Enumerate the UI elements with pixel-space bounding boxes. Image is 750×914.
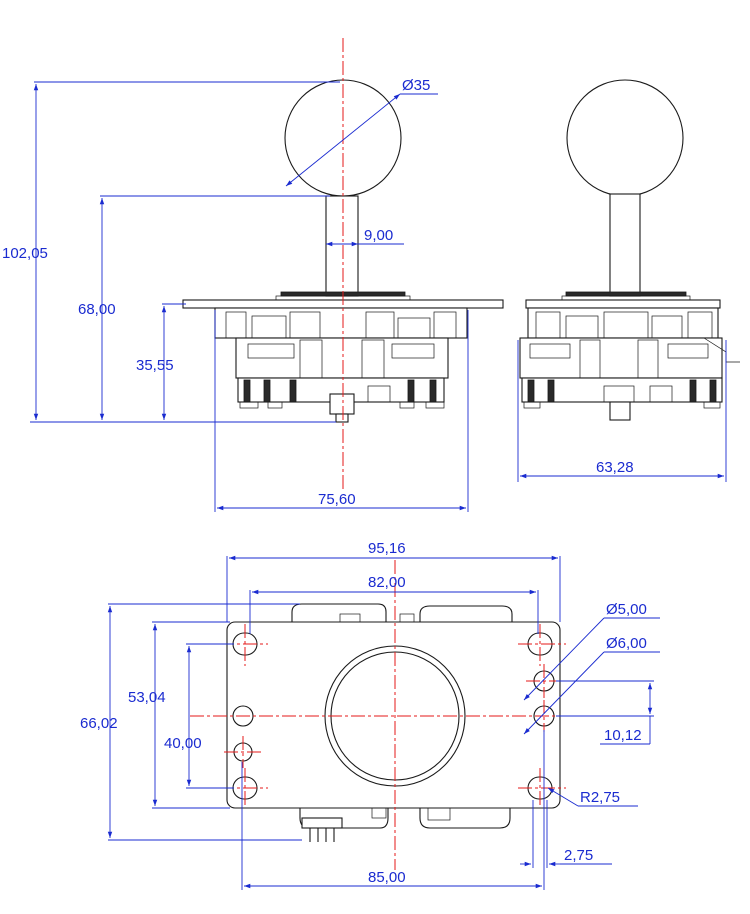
front-dimensions: Ø35 9,00 102,05 68,00 35,55 75,60	[2, 77, 469, 512]
dim-height-to-plate: 35,55	[136, 357, 174, 374]
dim-overall-height: 102,05	[2, 245, 48, 262]
side-mounting-plate	[525, 299, 721, 309]
dim-height-to-ball: 68,00	[78, 301, 116, 318]
dim-hole-spacing-x: 82,00	[368, 574, 406, 591]
front-shaft	[325, 195, 359, 297]
dim-hole-spacing-y: 53,04	[128, 689, 166, 706]
side-ball	[566, 79, 684, 197]
dim-hole-d6: Ø6,00	[606, 635, 647, 652]
top-housing-top	[291, 603, 387, 623]
dim-ball-diameter: Ø35	[402, 77, 430, 94]
dim-hole-offset: 10,12	[604, 727, 642, 744]
dim-plate-width: 95,16	[368, 540, 406, 557]
side-shaft	[609, 193, 641, 297]
dim-shaft-width: 9,00	[364, 227, 393, 244]
dim-hole-d5: Ø5,00	[606, 601, 647, 618]
dim-corner-radius: R2,75	[580, 789, 620, 806]
dim-side-width: 63,28	[596, 459, 634, 476]
dim-plate-height: 66,02	[80, 715, 118, 732]
front-upper-body	[214, 307, 468, 339]
side-base	[521, 377, 723, 403]
top-dimensions: 95,16 82,00 Ø5,00 Ø6,00 10,12 66,02 53,0…	[80, 540, 660, 890]
top-view	[226, 603, 561, 842]
side-dimensions: 63,28	[517, 340, 727, 482]
dim-base-width: 85,00	[368, 869, 406, 886]
side-view	[519, 79, 740, 421]
dim-edge-offset: 2,75	[564, 847, 593, 864]
top-centerlines	[190, 560, 600, 870]
front-bottom-boss	[329, 393, 355, 415]
dim-inner-spacing-y: 40,00	[164, 735, 202, 752]
dim-front-width: 75,60	[318, 491, 356, 508]
